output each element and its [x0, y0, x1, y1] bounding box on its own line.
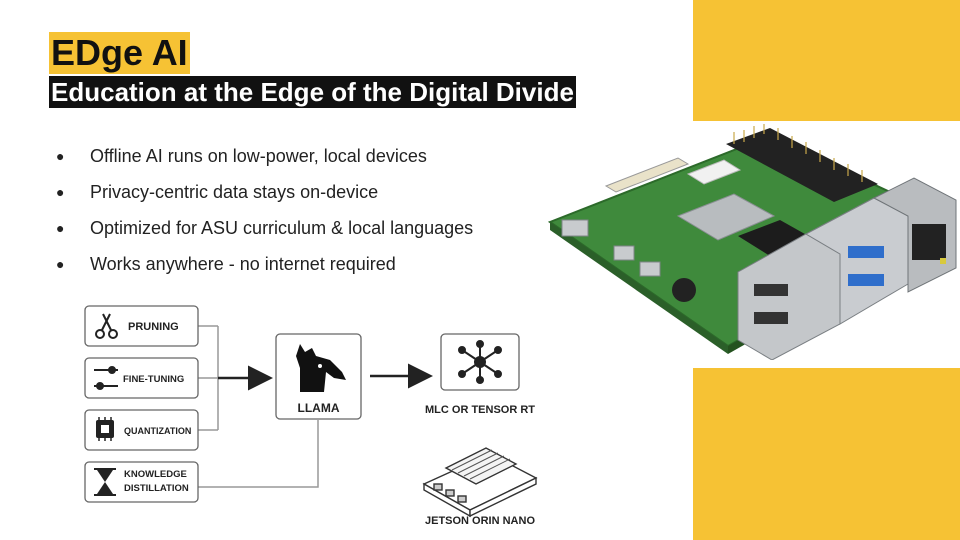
device-label: JETSON ORIN NANO: [425, 515, 535, 527]
bullet-item: ●Optimized for ASU curriculum & local la…: [56, 210, 473, 246]
bullet-dot-icon: ●: [56, 184, 65, 200]
jetson-board-icon: [422, 447, 538, 518]
bullet-item: ●Offline AI runs on low-power, local dev…: [56, 138, 473, 174]
runtime-node: MLC OR TENSOR RT: [425, 333, 535, 416]
accent-block-top: [693, 0, 960, 121]
model-llama: LLAMA: [275, 333, 362, 420]
technique-pruning: PRUNING: [84, 305, 199, 347]
technique-fine-tuning: FINE-TUNING: [84, 357, 199, 399]
scissors-icon: [95, 313, 118, 339]
model-label: LLAMA: [298, 401, 340, 415]
accent-block-bottom: [693, 368, 960, 540]
sliders-icon: [94, 366, 118, 390]
network-icon: [458, 340, 502, 384]
bullet-list: ●Offline AI runs on low-power, local dev…: [56, 138, 473, 282]
raspberry-pi-board-icon: [548, 124, 957, 360]
bullet-dot-icon: ●: [56, 220, 65, 236]
technique-quantization: QUANTIZATION: [84, 409, 199, 451]
chip-icon: [96, 417, 114, 441]
technique-label-line1: KNOWLEDGE: [124, 469, 187, 480]
bullet-dot-icon: ●: [56, 256, 65, 272]
technique-label: FINE-TUNING: [123, 374, 184, 385]
technique-label: PRUNING: [128, 321, 179, 333]
technique-label-line2: DISTILLATION: [124, 483, 189, 494]
bullet-dot-icon: ●: [56, 148, 65, 164]
slide-title: EDge AI: [49, 32, 190, 74]
bullet-item: ●Privacy-centric data stays on-device: [56, 174, 473, 210]
bullet-item: ●Works anywhere - no internet required: [56, 246, 473, 282]
hourglass-icon: [94, 468, 116, 496]
llama-icon: [296, 344, 346, 392]
technique-label: QUANTIZATION: [124, 426, 191, 436]
technique-knowledge-distillation: KNOWLEDGE DISTILLATION: [84, 461, 199, 503]
slide-subtitle: Education at the Edge of the Digital Div…: [49, 76, 576, 108]
runtime-label: MLC OR TENSOR RT: [425, 404, 535, 416]
